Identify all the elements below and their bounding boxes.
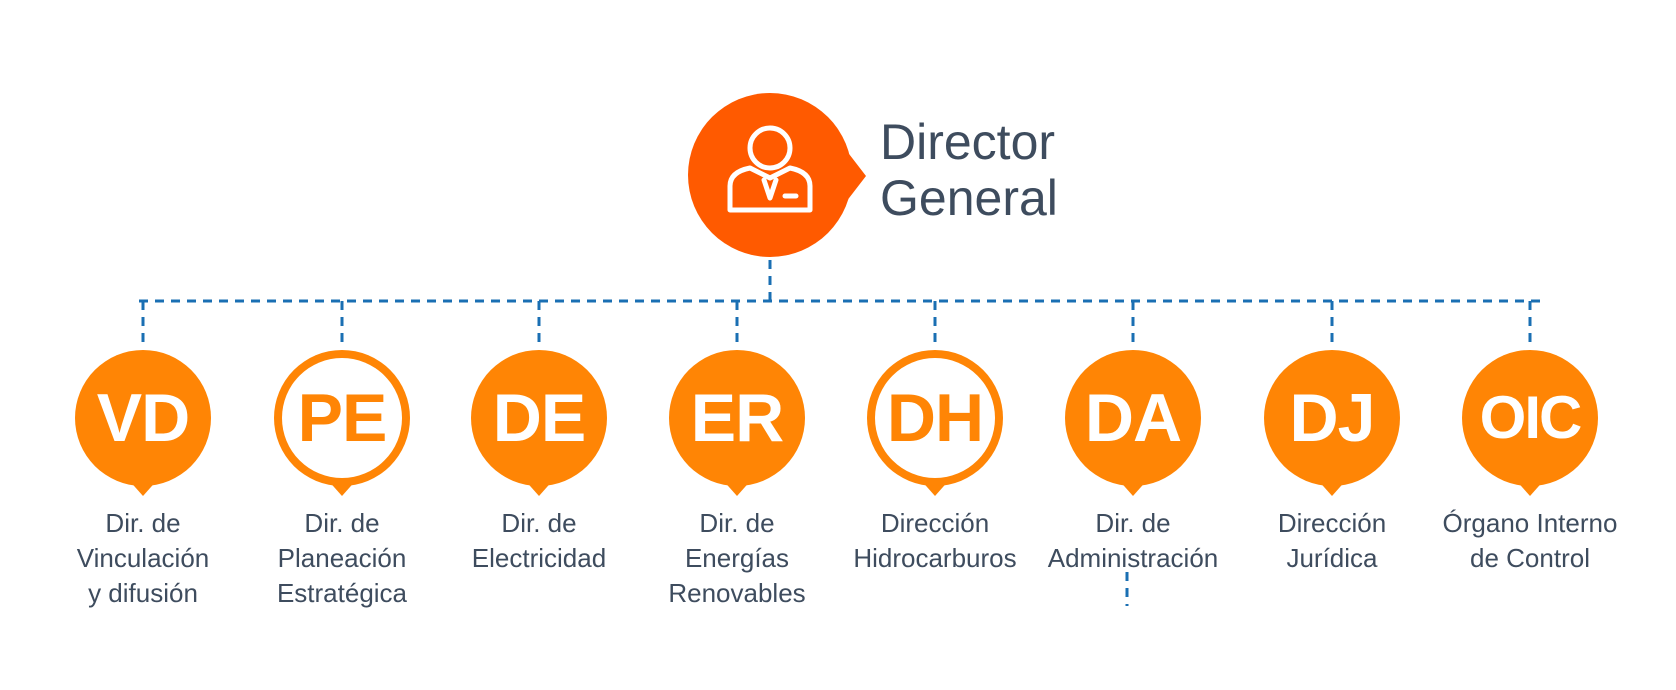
unit-label-line: Dirección bbox=[1277, 508, 1387, 538]
org-unit-da: DA Dir. de Administración bbox=[1043, 350, 1223, 576]
unit-label-line: Energías bbox=[684, 543, 790, 573]
unit-label-line: Administración bbox=[1047, 543, 1219, 573]
unit-abbreviation: ER bbox=[690, 380, 784, 456]
unit-badge-shape bbox=[1462, 350, 1598, 496]
unit-label-line: de Control bbox=[1470, 543, 1590, 573]
unit-label-line: Dir. de bbox=[105, 508, 181, 538]
unit-label-line: Renovables bbox=[668, 578, 806, 608]
director-title: Director General bbox=[880, 114, 1140, 226]
unit-abbreviation: DE bbox=[492, 380, 586, 456]
unit-abbreviation: DH bbox=[886, 380, 984, 456]
unit-label-line: Dir. de bbox=[501, 508, 577, 538]
org-unit-oic: OIC Órgano Interno de Control bbox=[1440, 350, 1620, 576]
unit-badge: DE bbox=[469, 350, 609, 500]
unit-abbreviation: PE bbox=[297, 380, 388, 456]
unit-badge: DA bbox=[1063, 350, 1203, 500]
unit-badge-shape bbox=[1065, 350, 1201, 496]
unit-label-line: Planeación bbox=[277, 543, 407, 573]
unit-abbreviation: DJ bbox=[1289, 380, 1376, 456]
unit-label-line: Hidrocarburos bbox=[853, 543, 1017, 573]
unit-abbreviation: DA bbox=[1084, 380, 1182, 456]
unit-abbreviation: OIC bbox=[1479, 384, 1583, 451]
unit-label-line: Dir. de bbox=[1095, 508, 1171, 538]
unit-badge: DH bbox=[865, 350, 1005, 500]
unit-label-line: Jurídica bbox=[1286, 543, 1378, 573]
unit-label-line: Órgano Interno bbox=[1442, 508, 1618, 538]
user-icon bbox=[727, 125, 813, 213]
unit-label-line: y difusión bbox=[88, 578, 198, 608]
unit-badge: DJ bbox=[1262, 350, 1402, 500]
unit-label: Dir. de Administración bbox=[1043, 506, 1223, 576]
unit-label: Dir. de Electricidad bbox=[449, 506, 629, 576]
org-unit-de: DE Dir. de Electricidad bbox=[449, 350, 629, 576]
unit-badge-shape bbox=[471, 350, 607, 496]
unit-badge-shape bbox=[867, 350, 1003, 496]
unit-badge: ER bbox=[667, 350, 807, 500]
unit-abbreviation: VD bbox=[96, 380, 190, 456]
unit-badge-shape bbox=[274, 350, 410, 496]
unit-badge-shape bbox=[669, 350, 805, 496]
unit-badge: PE bbox=[272, 350, 412, 500]
unit-label-line: Vinculación bbox=[76, 543, 210, 573]
unit-label-line: Estratégica bbox=[276, 578, 408, 608]
org-unit-vd: VD Dir. de Vinculación y difusión bbox=[53, 350, 233, 611]
director-title-line-1: Director bbox=[880, 114, 1056, 170]
unit-badge-shape bbox=[75, 350, 211, 496]
unit-label-line: Dir. de bbox=[699, 508, 775, 538]
unit-label-line: Dirección bbox=[880, 508, 990, 538]
unit-badge: OIC bbox=[1460, 350, 1600, 500]
unit-badge: VD bbox=[73, 350, 213, 500]
unit-label-line: Dir. de bbox=[304, 508, 380, 538]
unit-badge-shape bbox=[1264, 350, 1400, 496]
director-title-line-2: General bbox=[880, 170, 1058, 226]
unit-label: Dir. de Vinculación y difusión bbox=[53, 506, 233, 611]
director-circle bbox=[688, 93, 852, 257]
unit-label-line: Electricidad bbox=[471, 543, 607, 573]
unit-label: Órgano Interno de Control bbox=[1440, 506, 1620, 576]
